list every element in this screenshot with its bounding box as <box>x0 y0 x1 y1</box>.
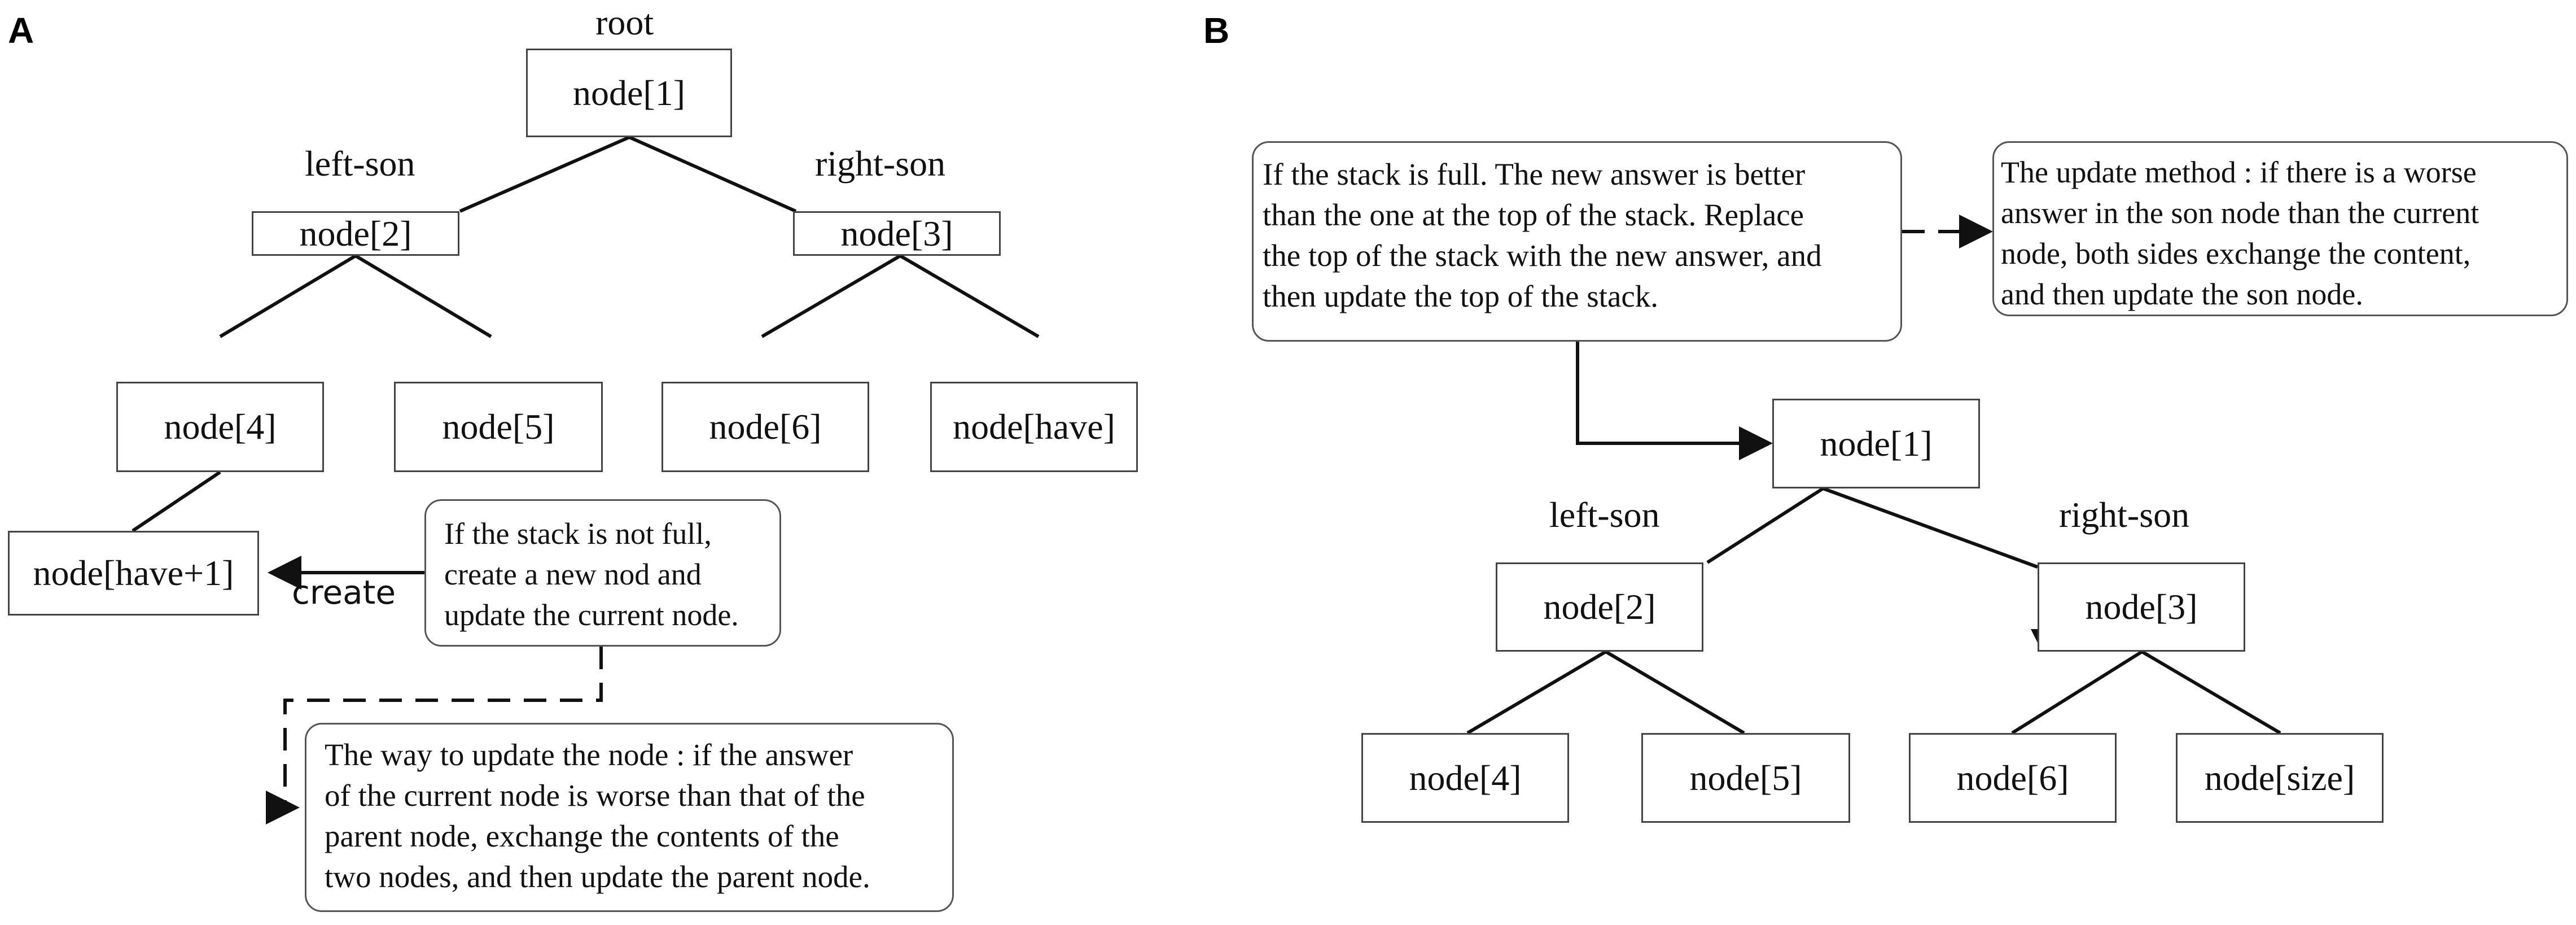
node-b-3: node[3] <box>2038 562 2245 652</box>
node-a-1: node[1] <box>526 49 732 137</box>
edge-b-1-2 <box>1706 487 1824 564</box>
note-line: If the stack is not full, <box>444 517 712 551</box>
panel-label-b: B <box>1203 10 1230 51</box>
note-stack-full: If the stack is full. The new answer is … <box>1252 141 1902 342</box>
edge-a-2-4 <box>219 254 357 338</box>
node-a-5: node[5] <box>394 382 603 472</box>
note-line: the top of the stack with the new answer… <box>1263 238 1822 273</box>
node-b-size: node[size] <box>2176 733 2384 823</box>
node-a-6: node[6] <box>661 382 869 472</box>
node-a-4: node[4] <box>116 382 324 472</box>
note-update-method: The update method : if there is a worse … <box>1992 141 2568 316</box>
note-line: than the one at the top of the stack. Re… <box>1263 198 1804 232</box>
node-a-2: node[2] <box>252 211 459 256</box>
note-update-way: The way to update the node : if the answ… <box>305 723 954 912</box>
edge-a-3-have <box>899 254 1040 338</box>
node-b-1: node[1] <box>1772 399 1980 488</box>
right-son-label-a: right-son <box>815 143 946 184</box>
node-b-6: node[6] <box>1909 733 2117 823</box>
note-line: answer in the son node than the current <box>2001 196 2479 230</box>
edge-b-2-5 <box>1605 650 1745 735</box>
right-son-label-b: right-son <box>2059 495 2190 535</box>
node-b-5: node[5] <box>1641 733 1850 823</box>
arrow-note-to-root-b <box>1576 342 1773 460</box>
note-stack-not-full: If the stack is not full, create a new n… <box>424 499 781 647</box>
note-line: parent node, exchange the contents of th… <box>325 819 839 853</box>
note-line: update the current node. <box>444 598 739 632</box>
note-line: then update the top of the stack. <box>1263 279 1659 313</box>
node-a-have: node[have] <box>930 382 1138 472</box>
note-line: The way to update the node : if the answ… <box>325 738 853 772</box>
left-son-label-a: left-son <box>305 143 415 184</box>
edge-a-2-5 <box>354 254 492 338</box>
root-label: root <box>595 2 654 42</box>
edge-a-1-3 <box>628 136 797 213</box>
edge-b-2-4 <box>1466 650 1607 735</box>
left-son-label-b: left-son <box>1549 495 1660 535</box>
note-line: of the current node is worse than that o… <box>325 778 865 813</box>
node-b-4: node[4] <box>1361 733 1569 823</box>
dashed-connector-a <box>266 647 603 824</box>
edge-a-1-2 <box>459 136 630 213</box>
note-line: If the stack is full. The new answer is … <box>1263 157 1806 191</box>
edge-b-3-size <box>2141 650 2281 735</box>
note-line: node, both sides exchange the content, <box>2001 237 2471 270</box>
note-line: and then update the son node. <box>2001 277 2363 311</box>
create-label: create <box>292 573 396 612</box>
note-line: create a new nod and <box>444 557 702 591</box>
edge-b-1-3 <box>1822 487 2039 569</box>
node-a-3: node[3] <box>793 211 1001 256</box>
node-b-2: node[2] <box>1496 562 1703 652</box>
note-line: two nodes, and then update the parent no… <box>325 859 870 894</box>
node-a-have-plus-1: node[have+1] <box>8 531 259 616</box>
edge-b-3-6 <box>2011 650 2143 735</box>
edge-a-4-have1 <box>132 470 221 533</box>
note-line: The update method : if there is a worse <box>2001 155 2477 189</box>
edge-a-3-6 <box>761 254 901 338</box>
panel-label-a: A <box>8 10 34 51</box>
